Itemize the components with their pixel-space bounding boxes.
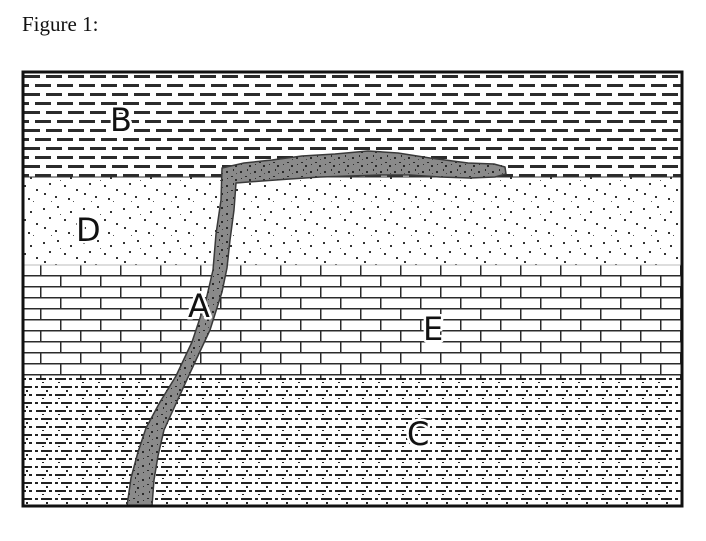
layer-label-b: B xyxy=(110,101,132,139)
igneous-intrusion-a xyxy=(126,150,507,506)
intrusion-label-a: A xyxy=(188,287,210,325)
layer-e-limestone xyxy=(23,265,682,378)
layer-d-sandstone xyxy=(23,177,682,265)
figure-caption: Figure 1: xyxy=(22,12,99,36)
layer-label-e: E xyxy=(423,310,443,348)
layer-label-d: D xyxy=(76,211,101,249)
diagram-frame xyxy=(21,70,684,508)
layer-c-siltstone xyxy=(23,378,682,506)
layer-label-c: C xyxy=(407,415,429,453)
